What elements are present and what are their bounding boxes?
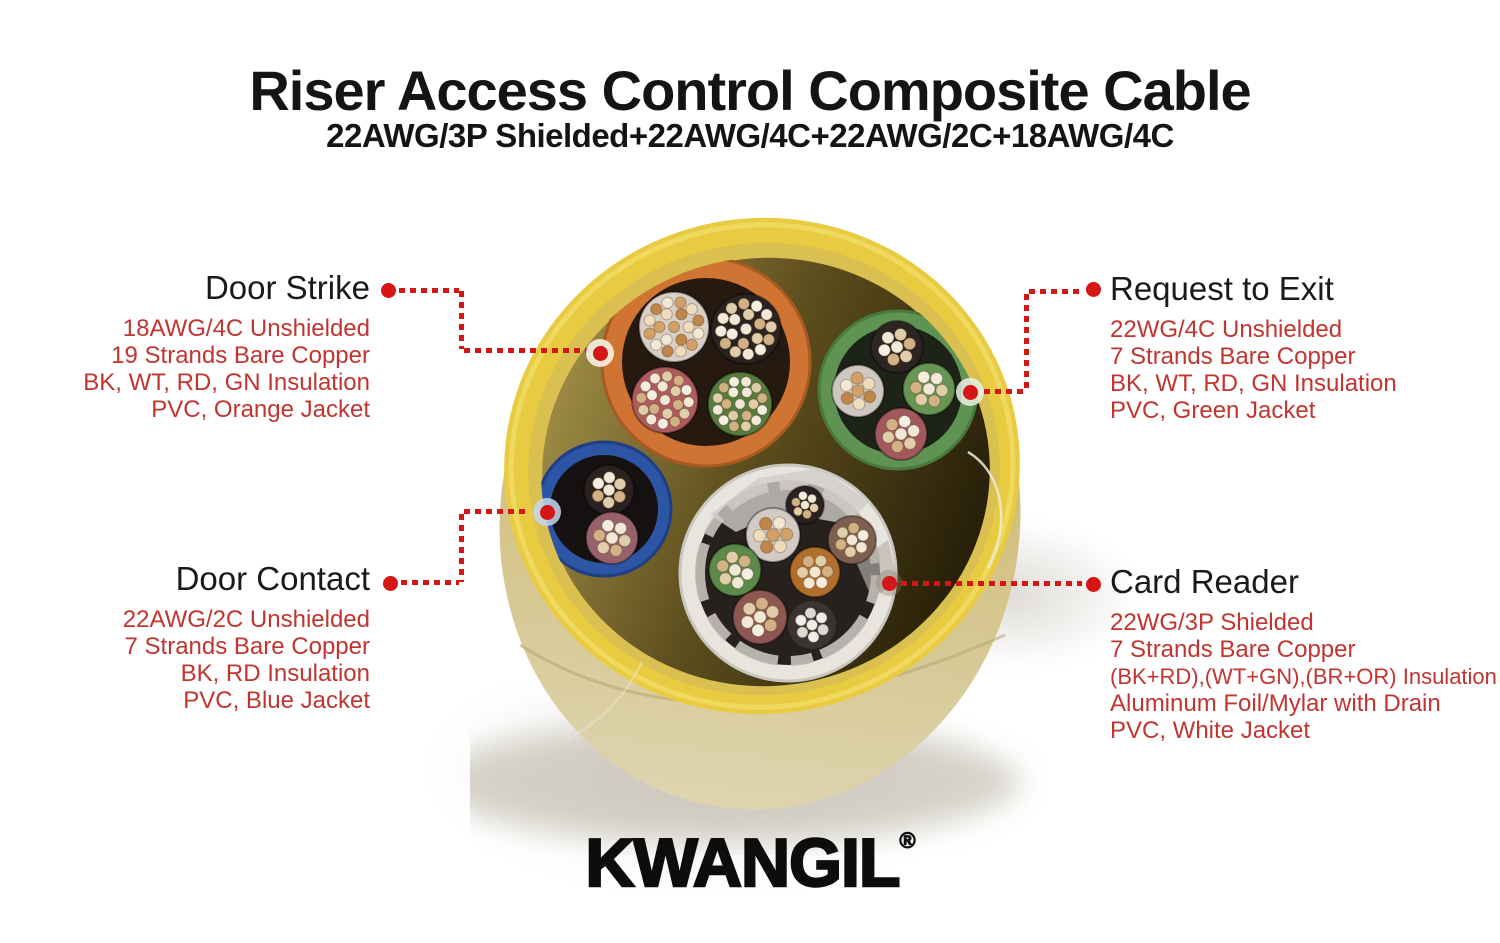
leader-segment	[459, 514, 464, 582]
page-title: Riser Access Control Composite Cable	[249, 59, 1251, 122]
registered-mark: ®	[899, 828, 916, 854]
callout-door-strike: Door Strike 18AWG/4C Unshielded 19 Stran…	[40, 269, 370, 423]
callout-line: PVC, White Jacket	[1110, 717, 1311, 744]
subcables-group	[535, 256, 979, 683]
leader-segment	[464, 348, 588, 353]
callout-line: 7 Strands Bare Copper	[124, 633, 370, 660]
leader-segment	[464, 509, 530, 514]
callout-line: 22WG/3P Shielded	[1110, 609, 1314, 636]
brand-logo: KWANGIL®	[0, 824, 1500, 902]
callout-line: 22WG/4C Unshielded	[1110, 316, 1343, 343]
leader-endpoint-card-reader	[882, 576, 897, 591]
subcable-door-contact	[535, 440, 673, 578]
leader-dot-door-contact	[383, 576, 398, 591]
leader-segment	[1024, 294, 1029, 392]
callout-line: PVC, Green Jacket	[1110, 397, 1316, 424]
leader-segment	[459, 291, 464, 349]
leader-segment	[401, 580, 459, 585]
cable-cross-section-photo	[470, 217, 1021, 842]
callout-title: Request to Exit	[1110, 270, 1334, 307]
callout-line: 22AWG/2C Unshielded	[122, 606, 370, 633]
callout-line: Aluminum Foil/Mylar with Drain	[1110, 690, 1441, 717]
page-subtitle: 22AWG/3P Shielded+22AWG/4C+22AWG/2C+18AW…	[326, 117, 1174, 154]
callout-line: BK, WT, RD, GN Insulation	[83, 369, 370, 396]
leader-dot-card-reader	[1086, 577, 1101, 592]
callout-line: 18AWG/4C Unshielded	[122, 315, 370, 342]
callout-line: BK, RD Insulation	[180, 660, 370, 687]
leader-endpoint-door-contact	[540, 505, 555, 520]
leader-segment	[399, 288, 459, 293]
callout-title: Door Contact	[175, 560, 370, 597]
callout-title: Card Reader	[1110, 563, 1299, 600]
brand-name: KWANGIL	[584, 824, 901, 902]
leader-dot-door-strike	[381, 283, 396, 298]
callout-line: (BK+RD),(WT+GN),(BR+OR) Insulation	[1110, 664, 1497, 689]
callout-door-contact: Door Contact 22AWG/2C Unshielded 7 Stran…	[40, 560, 370, 714]
callout-line: 19 Strands Bare Copper	[111, 342, 370, 369]
leader-segment	[984, 389, 1024, 394]
leader-endpoint-request-to-exit	[963, 385, 978, 400]
callout-card-reader: Card Reader 22WG/3P Shielded 7 Strands B…	[1110, 563, 1500, 744]
leader-endpoint-door-strike	[593, 346, 608, 361]
callout-line: 7 Strands Bare Copper	[1110, 636, 1356, 663]
leader-segment	[901, 581, 1082, 586]
callout-line: BK, WT, RD, GN Insulation	[1110, 370, 1397, 397]
leader-dot-request-to-exit	[1086, 282, 1101, 297]
callout-title: Door Strike	[204, 269, 370, 306]
callout-line: 7 Strands Bare Copper	[1110, 343, 1356, 370]
callout-line: PVC, Orange Jacket	[151, 396, 370, 423]
callout-line: PVC, Blue Jacket	[183, 687, 370, 714]
subcable-card-reader	[678, 463, 898, 683]
subcable-door-strike	[600, 256, 812, 468]
subcable-request-to-exit	[817, 309, 979, 471]
leader-segment	[1029, 289, 1082, 294]
callout-request-to-exit: Request to Exit 22WG/4C Unshielded 7 Str…	[1110, 270, 1500, 424]
